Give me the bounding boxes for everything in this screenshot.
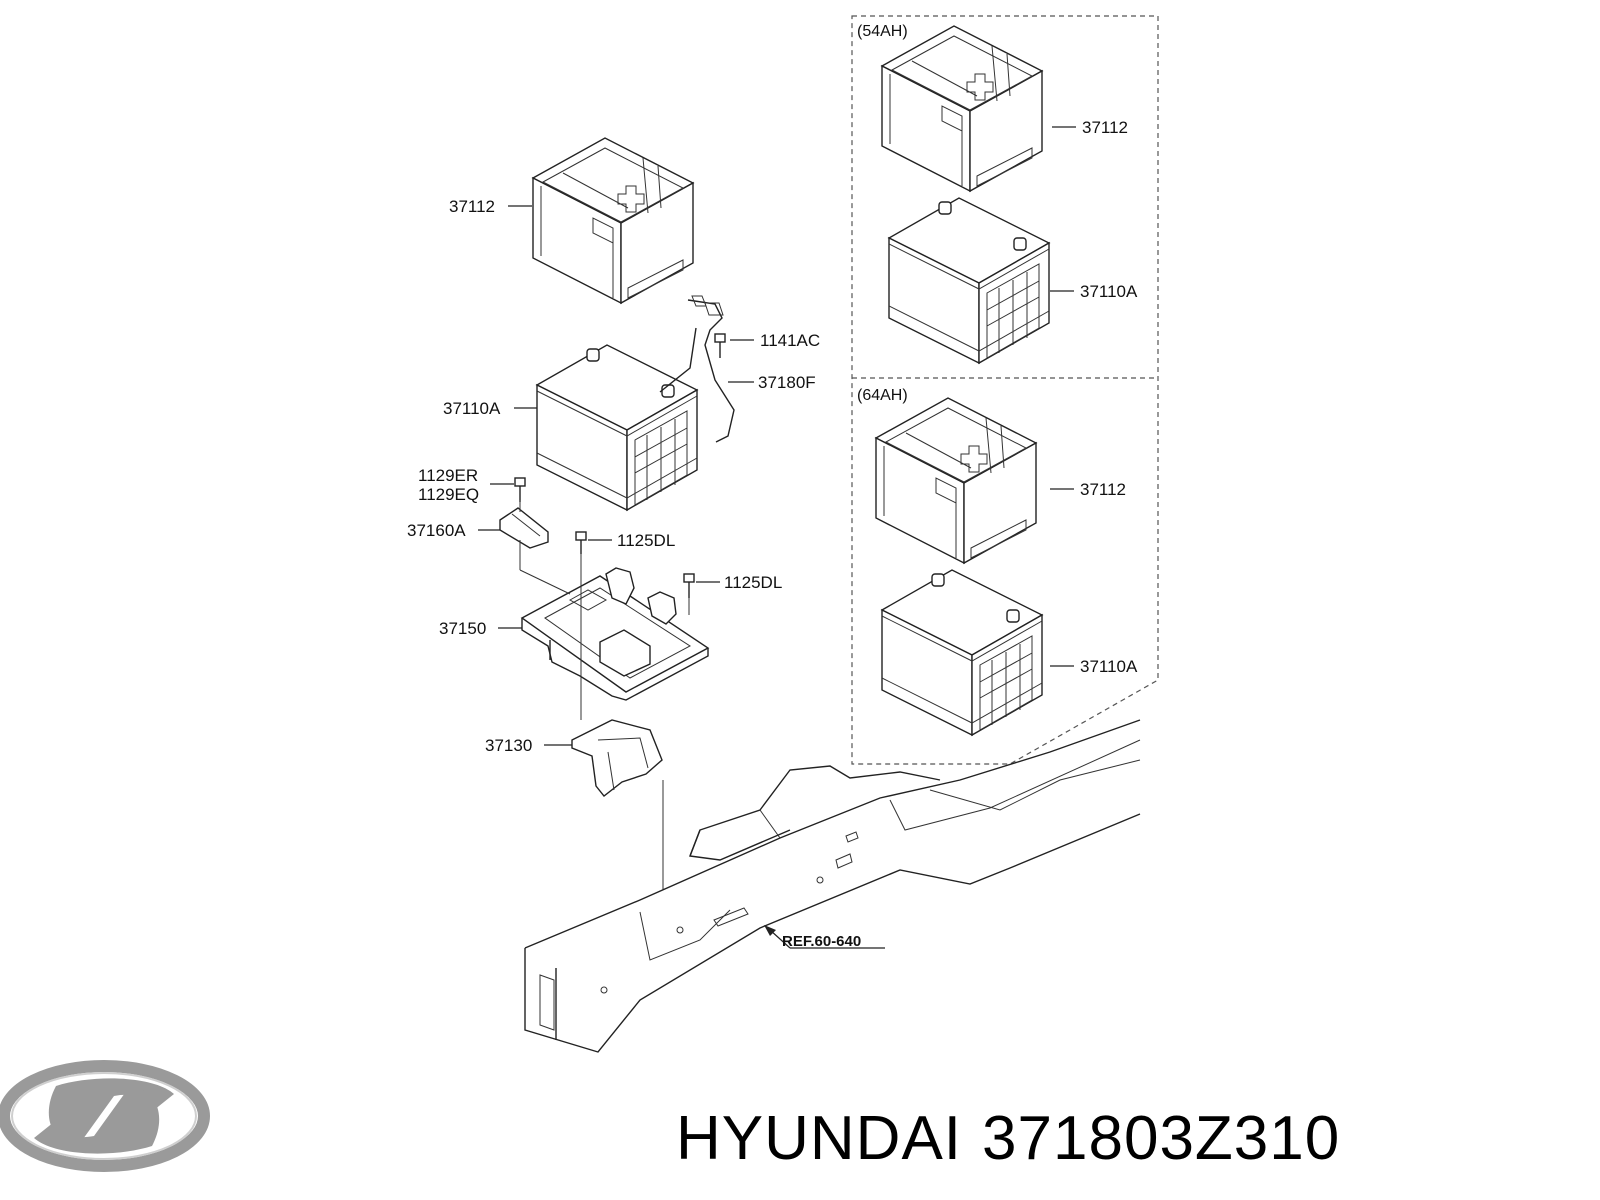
variant-outline bbox=[851, 15, 1159, 765]
caption-brand: HYUNDAI bbox=[676, 1104, 963, 1173]
label-battery-54: 37110A bbox=[1080, 282, 1138, 301]
label-battery-tray: 37150 bbox=[439, 619, 486, 638]
label-tray-bolt-2: 1125DL bbox=[724, 573, 782, 592]
tray-main-drawing bbox=[532, 137, 694, 304]
label-tray-main: 37112 bbox=[449, 197, 495, 216]
caption-part-number: 371803Z310 bbox=[982, 1104, 1341, 1173]
tray-bolt-2-drawing bbox=[683, 573, 695, 598]
label-cable-bolt: 1141AC bbox=[760, 331, 820, 350]
label-reference: REF.60-640 bbox=[782, 933, 861, 950]
label-battery-main: 37110A bbox=[443, 399, 501, 418]
battery-54-drawing bbox=[888, 197, 1050, 364]
leader-lines bbox=[478, 126, 1076, 949]
tray-64-drawing bbox=[875, 397, 1037, 564]
battery-64-drawing bbox=[881, 569, 1043, 736]
clamp-bolt-drawing bbox=[514, 477, 526, 502]
battery-main-drawing bbox=[536, 344, 698, 511]
hyundai-logo bbox=[0, 1060, 210, 1172]
group-label-54ah: (54AH) bbox=[857, 23, 908, 40]
clamp-drawing bbox=[499, 507, 549, 549]
label-bracket: 37130 bbox=[485, 736, 532, 755]
bracket-drawing bbox=[571, 719, 663, 797]
tray-bolt-1-drawing bbox=[575, 531, 587, 554]
battery-tray-drawing bbox=[520, 567, 710, 701]
label-cable: 37180F bbox=[758, 373, 816, 392]
label-clamp: 37160A bbox=[407, 521, 466, 540]
label-clamp-bolt-a: 1129ER bbox=[418, 466, 478, 485]
label-tray-64: 37112 bbox=[1080, 480, 1126, 499]
tray-54-drawing bbox=[881, 25, 1043, 192]
label-tray-bolt-1: 1125DL bbox=[617, 531, 675, 550]
bolt-1141ac-drawing bbox=[714, 333, 726, 358]
label-battery-64: 37110A bbox=[1080, 657, 1138, 676]
label-clamp-bolt-b: 1129EQ bbox=[418, 485, 479, 504]
battery-cable-drawing bbox=[687, 299, 735, 443]
label-tray-54: 37112 bbox=[1082, 118, 1128, 137]
vehicle-frame-drawing bbox=[524, 719, 1141, 1053]
group-label-64ah: (64AH) bbox=[857, 387, 908, 404]
